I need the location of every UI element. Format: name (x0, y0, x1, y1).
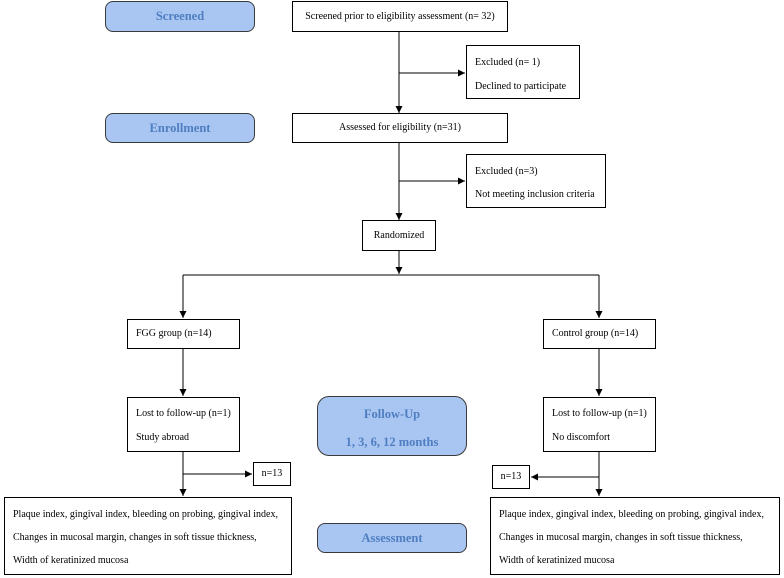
outcomes-left-line-3: Width of keratinized mucosa (13, 555, 129, 566)
control-group-text: Control group (n=14) (552, 328, 639, 339)
stage-enrollment: Enrollment (105, 113, 255, 143)
lost-fgg-reason: Study abroad (136, 432, 190, 443)
outcomes-right-line-2: Changes in mucosal margin, changes in so… (499, 532, 743, 543)
excluded-2-reason: Not meeting inclusion criteria (475, 189, 595, 200)
outcomes-left-line-1: Plaque index, gingival index, bleeding o… (13, 509, 278, 520)
lost-fgg-box: Lost to follow-up (n=1) Study abroad (127, 397, 240, 452)
lost-fgg-title: Lost to follow-up (n=1) (136, 408, 231, 419)
outcomes-left-box: Plaque index, gingival index, bleeding o… (4, 497, 292, 575)
lost-control-box: Lost to follow-up (n=1) No discomfort (543, 397, 656, 452)
excluded-2-title: Excluded (n=3) (475, 166, 538, 177)
stage-assessment-label: Assessment (361, 530, 423, 545)
n13-right-box: n=13 (492, 465, 530, 489)
n13-left-text: n=13 (261, 468, 283, 479)
outcomes-right-box: Plaque index, gingival index, bleeding o… (490, 497, 780, 575)
randomized-text: Randomized (373, 229, 425, 241)
stage-follow-up: Follow-Up 1, 3, 6, 12 months (317, 396, 467, 456)
outcomes-right-line-1: Plaque index, gingival index, bleeding o… (499, 509, 764, 520)
stage-screened: Screened (105, 1, 255, 32)
stage-follow-up-label: Follow-Up (363, 407, 421, 421)
screened-prior-box: Screened prior to eligibility assessment… (292, 1, 508, 32)
excluded-1-title: Excluded (n= 1) (475, 57, 541, 68)
excluded-box-1: Excluded (n= 1) Declined to participate (466, 45, 580, 99)
lost-control-reason: No discomfort (552, 432, 611, 443)
fgg-group-box: FGG group (n=14) (127, 319, 240, 349)
fgg-group-text: FGG group (n=14) (136, 328, 212, 339)
n13-right-text: n=13 (500, 471, 522, 482)
excluded-1-reason: Declined to participate (475, 81, 567, 92)
control-group-box: Control group (n=14) (543, 319, 656, 349)
stage-assessment: Assessment (317, 523, 467, 553)
screened-prior-text: Screened prior to eligibility assessment… (305, 10, 495, 22)
excluded-box-2: Excluded (n=3) Not meeting inclusion cri… (466, 154, 606, 208)
lost-control-title: Lost to follow-up (n=1) (552, 408, 647, 419)
stage-screened-label: Screened (155, 9, 205, 23)
n13-left-box: n=13 (253, 462, 291, 486)
randomized-box: Randomized (362, 220, 436, 251)
stage-follow-up-times: 1, 3, 6, 12 months (345, 435, 439, 449)
stage-enrollment-label: Enrollment (149, 120, 211, 135)
assessed-box: Assessed for eligibility (n=31) (292, 113, 508, 143)
outcomes-right-line-3: Width of keratinized mucosa (499, 555, 615, 566)
outcomes-left-line-2: Changes in mucosal margin, changes in so… (13, 532, 257, 543)
assessed-text: Assessed for eligibility (n=31) (338, 122, 461, 133)
